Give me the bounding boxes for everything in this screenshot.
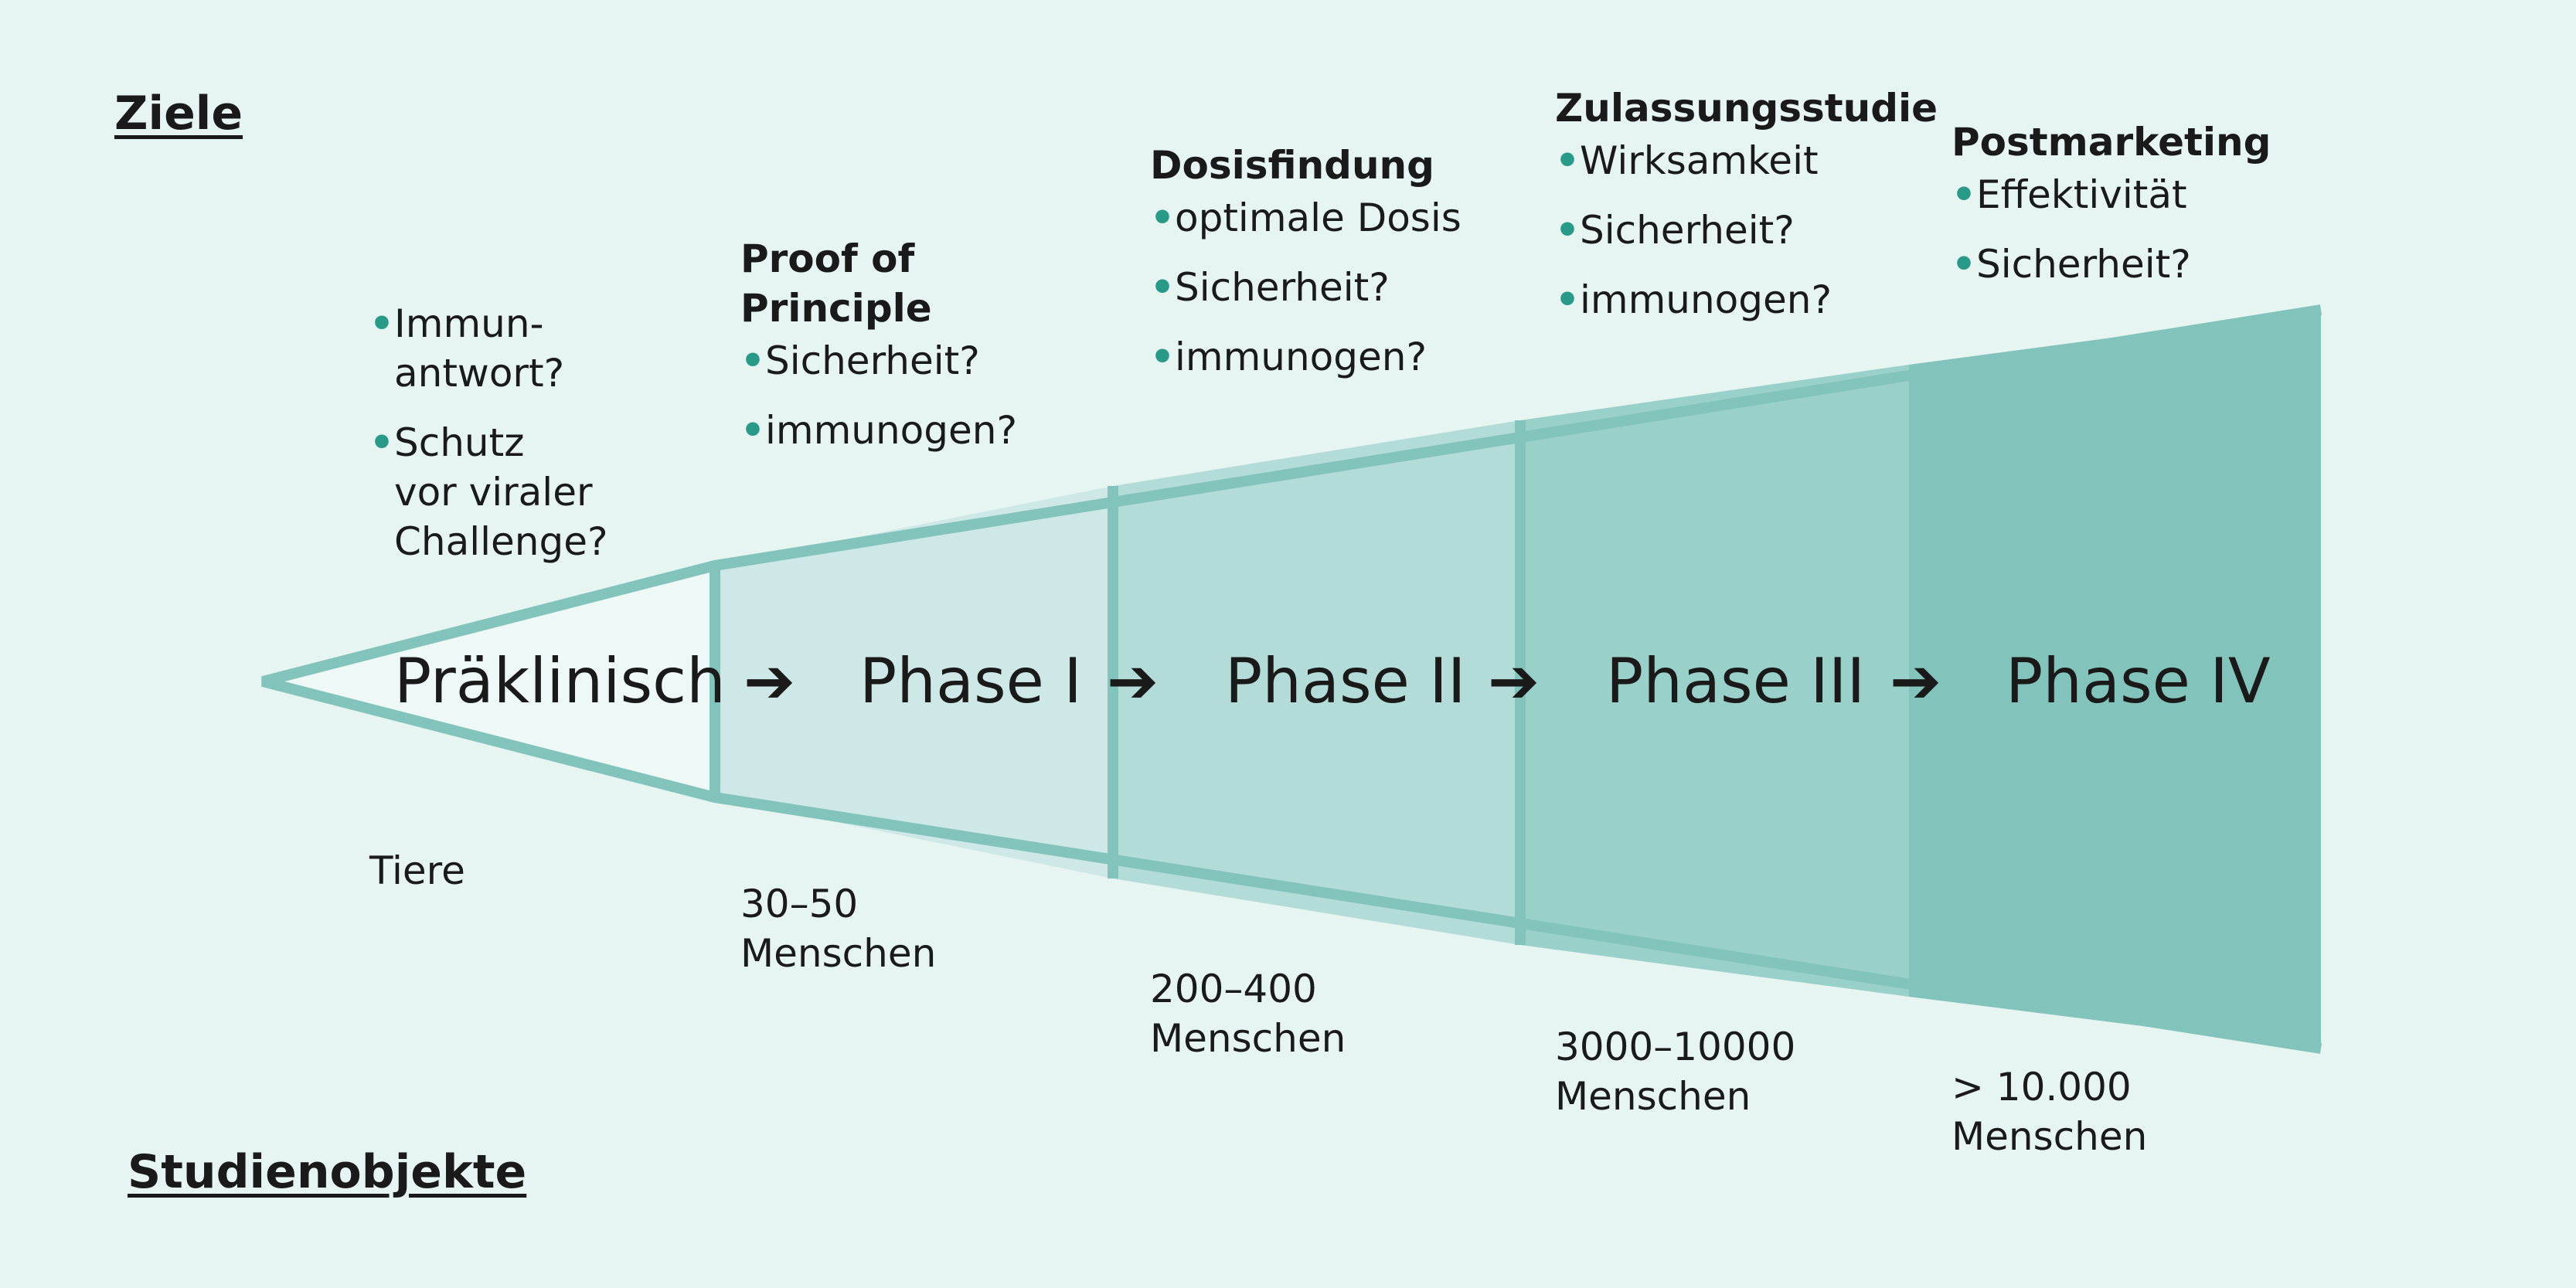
funnel-segment-phase-1 [715,486,1113,878]
bullet-icon: • [740,338,765,383]
goals-phase-2: Dosisfindung •optimale Dosis •Sicherheit… [1150,141,1506,402]
goals-phase-3: Zulassungsstudie •Wirksamkeit •Sicherhei… [1555,83,1941,345]
goal-item: •Sicherheit? [740,336,1065,386]
arrow-right-icon: ➔ [1488,645,1540,717]
bullet-icon: • [369,420,394,465]
funnel-segment-phase-3 [1520,365,1909,997]
subjects-heading: Studienobjekte [128,1145,527,1199]
bullet-icon: • [1555,138,1580,183]
goal-title: Zulassungsstudie [1555,86,1938,131]
bullet-icon: • [1555,208,1580,253]
funnel-outline [261,304,2322,1054]
funnel-segment-preclinical [263,566,715,797]
phase-name-phase-2: Phase II [1225,645,1466,717]
goal-title: Postmarketing [1952,120,2271,165]
goal-item: •Sicherheit? [1952,240,2276,289]
arrow-right-icon: ➔ [744,645,796,717]
bullet-icon: • [1952,172,1976,217]
subjects-phase-2: 200–400 Menschen [1150,967,1346,1061]
goal-title: Proof of Principle [740,236,932,331]
goal-item: •Sicherheit? [1150,263,1506,312]
subjects-phase-3: 3000–10000 Menschen [1555,1025,1796,1119]
goal-item: •Effektivität [1952,170,2276,219]
bullet-icon: • [1555,277,1580,322]
phase-name-phase-4: Phase IV [2006,645,2271,717]
goal-item: •optimale Dosis [1150,193,1506,243]
phase-name-phase-1: Phase I [859,645,1082,717]
subjects-phase-1: 30–50 Menschen [740,882,937,976]
bullet-icon: • [369,301,394,346]
subjects-phase-4: > 10.000 Menschen [1952,1065,2148,1159]
arrow-right-icon: ➔ [1890,645,1942,717]
goal-item: •immunogen? [1150,332,1506,382]
goal-item: •Immun- antwort? [369,299,624,398]
goals-preclinical: •Immun- antwort? •Schutz vor viraler Cha… [369,299,624,586]
bullet-icon: • [1150,335,1175,379]
bullet-icon: • [1952,242,1976,287]
goals-heading: Ziele [114,87,243,141]
bullet-icon: • [1150,195,1175,240]
goal-item: •Schutz vor viraler Challenge? [369,418,624,566]
funnel-segment-phase-2 [1113,420,1520,945]
bullet-icon: • [740,408,765,453]
goal-item: •Wirksamkeit [1555,136,1941,185]
bullet-icon: • [1150,265,1175,310]
subjects-preclinical: Tiere [369,848,465,893]
phase-name-preclinical: Präklinisch [394,645,726,717]
goal-item: •immunogen? [740,406,1065,455]
arrow-right-icon: ➔ [1107,645,1159,717]
goal-item: •Sicherheit? [1555,206,1941,255]
goals-phase-1: Proof of Principle •Sicherheit? •immunog… [740,234,1065,475]
goal-title: Dosisfindung [1150,143,1434,188]
goals-phase-4: Postmarketing •Effektivität •Sicherheit? [1952,117,2276,309]
goal-item: •immunogen? [1555,275,1941,325]
funnel-segment-phase-4 [1909,310,2321,1048]
phase-name-phase-3: Phase III [1606,645,1866,717]
